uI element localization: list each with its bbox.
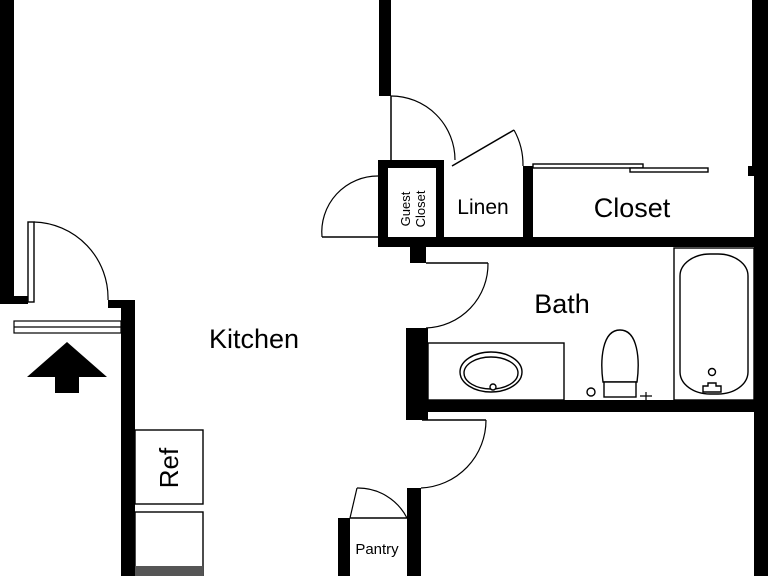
linen-door-leaf <box>451 129 515 167</box>
wall-right-mid <box>754 166 768 576</box>
closet-label: Closet <box>594 193 671 223</box>
wall-closet-row-top <box>378 160 440 168</box>
linen-label: Linen <box>457 196 508 219</box>
toilet-tank <box>603 381 637 398</box>
guest-closet-label-line1: Guest <box>398 191 413 226</box>
doors <box>13 95 709 519</box>
wall-linen-closet-divider <box>523 166 533 246</box>
wall-left-upper <box>0 0 14 302</box>
wall-closets-bath-divider <box>378 237 768 247</box>
bathtub-drain <box>707 367 717 377</box>
room-labels: Kitchen Bath Closet Linen Guest Closet P… <box>154 190 671 558</box>
bathtub-basin <box>679 253 749 395</box>
bath-fixtures <box>427 247 755 401</box>
wall-pantry-right <box>407 488 421 576</box>
toilet-valve <box>586 387 596 397</box>
stove <box>134 511 204 576</box>
entry-door-swing <box>33 221 109 301</box>
guest-closet-door <box>321 175 379 238</box>
closet-slider-left <box>532 163 644 169</box>
refrigerator <box>134 429 204 505</box>
toilet-bowl <box>601 329 639 383</box>
pantry-label: Pantry <box>355 541 399 558</box>
entry-arrow-icon <box>27 342 107 393</box>
wall-kitchen-left <box>121 300 135 576</box>
wall-top-center <box>379 0 391 96</box>
wall-closet-stub-left <box>378 160 388 246</box>
wall-lower-left-stub <box>406 400 422 420</box>
sink-faucet <box>489 383 497 391</box>
wall-bath-left-upper <box>410 237 426 263</box>
kitchen-appliances <box>134 429 204 576</box>
lower-door-swing <box>420 419 487 489</box>
guest-closet-label-line2: Closet <box>413 190 428 227</box>
bathtub-faucet <box>702 382 722 393</box>
wall-bath-bottom <box>406 400 768 412</box>
guest-closet-door-swing <box>321 175 379 238</box>
pantry-door-swing <box>356 487 408 519</box>
bath-label: Bath <box>534 289 590 319</box>
linen-door-swing <box>513 129 524 167</box>
wall-right-top <box>752 0 768 176</box>
guest-closet-label: Guest Closet <box>398 190 428 227</box>
pantry-door <box>349 487 408 519</box>
bath-door <box>425 262 489 329</box>
stove-edge <box>135 566 203 576</box>
lower-door <box>420 419 487 489</box>
wall-entry-jamb-left <box>0 296 28 304</box>
entry-door <box>13 221 122 334</box>
bath-door-swing <box>425 262 489 329</box>
wall-bath-left-lower <box>406 328 428 420</box>
pantry-door-jamb <box>349 487 358 519</box>
closet-slider-right <box>629 167 709 173</box>
wall-pantry-left <box>338 518 350 576</box>
linen-door <box>451 129 524 167</box>
bedroom-door <box>390 95 456 161</box>
kitchen-label: Kitchen <box>209 324 299 354</box>
wall-guest-linen-divider <box>436 160 444 246</box>
refrigerator-label: Ref <box>154 447 184 488</box>
closet-sliding-doors <box>532 163 709 173</box>
bedroom-door-swing <box>390 95 456 161</box>
entry-door-leaf <box>27 221 35 303</box>
toilet-supply <box>640 392 652 400</box>
